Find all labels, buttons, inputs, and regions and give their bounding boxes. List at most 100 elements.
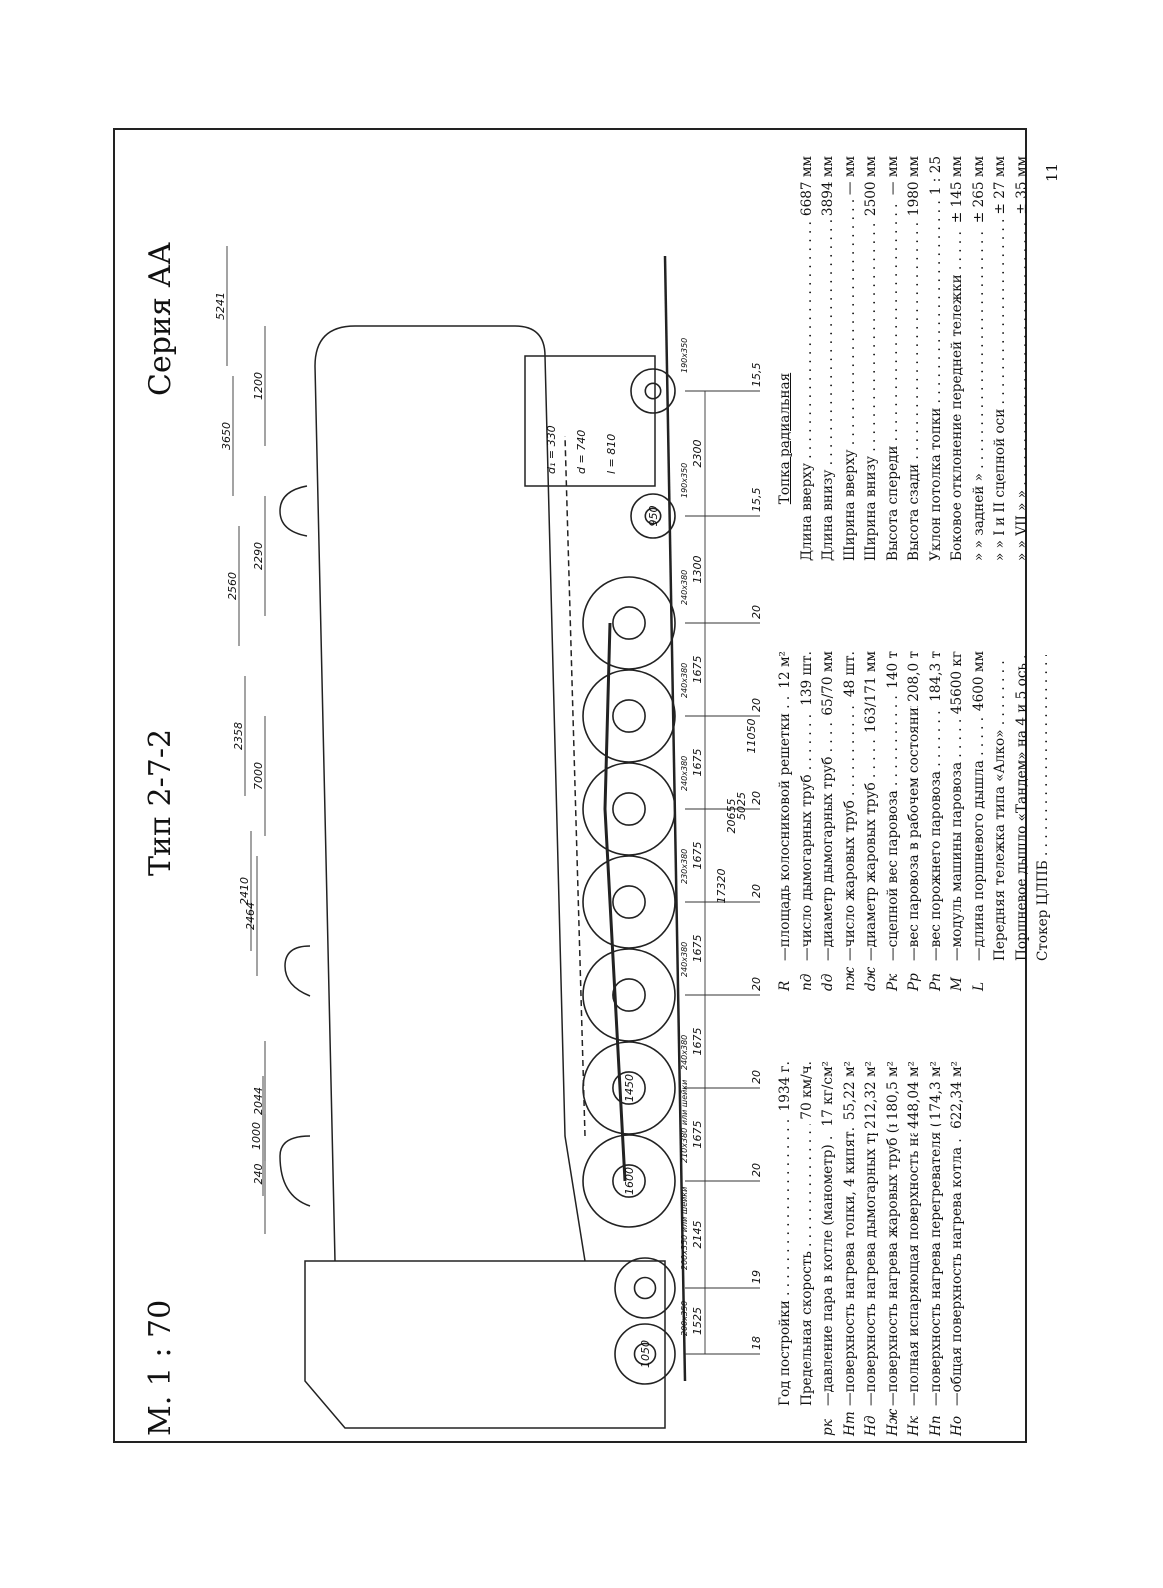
- spec-row: Длина вверху6687 мм: [797, 156, 819, 561]
- wheel-hub: [612, 885, 646, 919]
- spec-row: nд—число дымогарных труб139 шт.: [797, 651, 819, 991]
- spec-row: Hп—поверхность нагрева перегревателя (га…: [926, 1061, 948, 1436]
- spec-row: » » I и II сцепной оси± 27 мм: [990, 156, 1012, 561]
- spec-symbol: Pп: [927, 973, 944, 991]
- spec-value: 3894 мм: [820, 156, 836, 217]
- wheel: [614, 1323, 676, 1385]
- spec-symbol: nд: [798, 973, 815, 991]
- specs-left-table: Год постройки1934 г.Предельная скорость 7…: [775, 1061, 969, 1436]
- axle-load-label: 20: [750, 605, 763, 619]
- spec-label: —давление пара в котле (манометр): [818, 1130, 840, 1406]
- spec-label: Высота спереди: [883, 199, 905, 561]
- spec-row: dд —диаметр дымогарных труб 65/70 мм: [818, 651, 840, 991]
- spec-row: Год постройки1934 г.: [775, 1061, 797, 1436]
- spec-label: —диаметр дымогарных труб: [818, 720, 840, 961]
- axlebox-label: 240x380: [680, 756, 689, 791]
- spec-value: 70 км/ч.: [798, 1061, 815, 1120]
- axle-load-label: 15,5: [750, 488, 763, 513]
- spec-label: Длина внизу: [818, 220, 840, 561]
- cylinder-block: [524, 355, 656, 487]
- total-label: 20655: [725, 799, 738, 834]
- wheel-hub: [644, 507, 662, 525]
- spec-label: Предельная скорость: [797, 1124, 819, 1406]
- wheel: [582, 576, 676, 670]
- spec-row: Ширина вверху— мм: [840, 156, 862, 561]
- spec-row: Боковое отклонение передней тележки ± 145…: [947, 156, 969, 561]
- spec-value: 140 т: [884, 651, 901, 689]
- spec-value: 55,22 м²: [841, 1061, 858, 1121]
- spec-value: [1012, 651, 1034, 655]
- spec-symbol: [775, 1406, 797, 1436]
- spec-value: ± 27 мм: [992, 156, 1008, 215]
- frame-dashed: [564, 435, 586, 1137]
- cab-outline: [304, 1260, 666, 1429]
- wheel: [582, 762, 676, 856]
- spec-row: » » VII » »± 35 мм: [1012, 156, 1034, 561]
- spec-row: L—длина поршневого дышла4600 мм: [969, 651, 991, 991]
- spec-value: 180,5 м²: [884, 1061, 901, 1121]
- spec-value: ± 145 мм: [949, 156, 965, 224]
- spec-row: Высота спереди — мм: [883, 156, 905, 561]
- spec-label: Боковое отклонение передней тележки: [947, 227, 969, 561]
- spec-label: —вес паровоза в рабочем состоянии: [904, 706, 926, 961]
- wheel: [630, 493, 676, 539]
- boiler-outline: [314, 325, 586, 1262]
- spec-row: Длина внизу 3894 мм: [818, 156, 840, 561]
- axlebox-label: 240x380: [680, 1035, 689, 1070]
- dim-label: 240: [252, 1164, 265, 1185]
- axlebox-label: 200x350: [680, 1301, 689, 1336]
- spec-symbol: [1033, 961, 1055, 991]
- spec-value: 163/171 мм: [863, 651, 879, 733]
- axlebox-label: 240x380: [680, 570, 689, 605]
- spec-row: Hт —поверхность нагрева топки, 4 кипят. т…: [840, 1061, 862, 1436]
- total-label: 5025: [735, 792, 748, 820]
- spec-row: Pп—вес порожнего паровоза184,3 т: [926, 651, 948, 991]
- spec-label: Передняя тележка типа «Алко»: [990, 655, 1012, 961]
- spec-symbol: pк: [820, 1419, 836, 1436]
- spec-symbol: Pк: [884, 973, 901, 991]
- spec-row: Предельная скорость 70 км/ч.: [797, 1061, 819, 1436]
- spec-label: —полная испаряющая поверхность нагрева к…: [904, 1133, 926, 1406]
- spec-value: 208,0 т: [906, 651, 922, 702]
- spec-label: Стокер ЦЛПБ: [1033, 655, 1055, 961]
- spec-symbol: dд: [820, 973, 836, 991]
- spec-row: Высота сзади1980 мм: [904, 156, 926, 561]
- scale-heading: М. 1 : 70: [143, 1299, 178, 1436]
- axlebox-label: 190x350: [680, 463, 689, 498]
- spec-value: 65/70 мм: [820, 651, 836, 716]
- spec-symbol: Hк: [906, 1416, 922, 1436]
- spec-row: Hд—поверхность нагрева дымогарных труб (…: [861, 1061, 883, 1436]
- spec-symbol: Hо: [949, 1415, 965, 1436]
- spec-symbol: L: [970, 981, 987, 991]
- spacing-label: 2145: [691, 1221, 704, 1249]
- spec-row: Поршневое дышло «Тандем» на 4 и 5 ось: [1012, 651, 1034, 991]
- spec-label: —поверхность нагрева топки, 4 кипят. тру…: [840, 1124, 862, 1406]
- locomotive-drawing: 5241365025602358241024641000240204470002…: [214, 246, 763, 1429]
- wheel-hub: [612, 699, 646, 733]
- cylinder-label: d₁ = 330: [545, 425, 558, 474]
- spec-label: —сцепной вес паровоза: [883, 693, 905, 961]
- spacing-label: 1675: [691, 749, 704, 777]
- spec-value: 1980 мм: [906, 156, 922, 217]
- spec-value: — мм: [884, 156, 901, 196]
- spacing-label: 1675: [691, 842, 704, 870]
- axlebox-label: 240x380: [680, 942, 689, 977]
- spec-value: 4600 мм: [970, 651, 987, 712]
- dim-label: 2464: [244, 902, 257, 930]
- type-heading: Тип 2-7-2: [143, 728, 178, 876]
- spec-value: [990, 651, 1012, 655]
- spacing-label: 1675: [691, 935, 704, 963]
- axle-load-label: 15,5: [750, 363, 763, 388]
- wheel: [582, 855, 676, 949]
- spec-label: Длина вверху: [797, 220, 819, 561]
- axle-load-label: 18: [750, 1336, 763, 1350]
- spec-row: Передняя тележка типа «Алко»: [990, 651, 1012, 991]
- spec-label: —поверхность нагрева перегревателя (газ.…: [926, 1124, 948, 1406]
- spec-row: dж—диаметр жаровых труб163/171 мм: [861, 651, 883, 991]
- spec-symbol: dж: [863, 966, 879, 991]
- coupling-rod: [603, 622, 627, 1182]
- axle-load-label: 20: [750, 1163, 763, 1177]
- dim-label: 2358: [232, 722, 245, 750]
- spec-symbol: Hт: [841, 1411, 858, 1436]
